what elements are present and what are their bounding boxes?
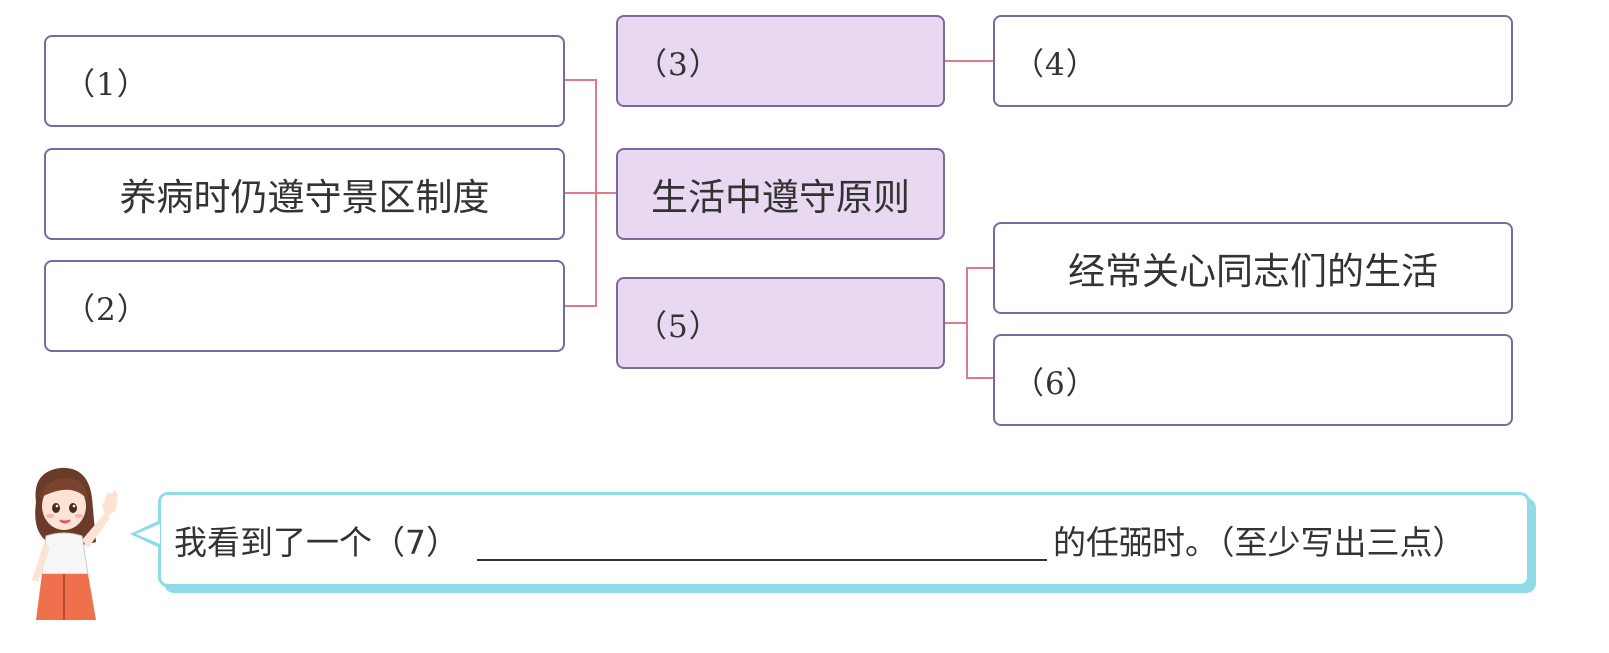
box-principles-label: 生活中遵守原则: [651, 176, 910, 219]
box-2: （2）: [44, 260, 565, 352]
box-1: （1）: [44, 35, 565, 127]
speech-sentence: 我看到了一个（7） 的任弼时。（至少写出三点）: [174, 510, 1466, 570]
box-care-comrades-label: 经常关心同志们的生活: [1068, 250, 1438, 293]
box-principles-center: 生活中遵守原则: [616, 148, 945, 240]
box-6: （6）: [993, 334, 1513, 426]
answer-blank[interactable]: [477, 519, 1047, 561]
box-ill-rules: 养病时仍遵守景区制度: [44, 148, 565, 240]
girl-illustration: [32, 467, 118, 620]
box-2-label: （2）: [64, 291, 149, 328]
box-6-label: （6）: [1013, 365, 1098, 402]
box-3-label: （3）: [636, 46, 721, 83]
speech-prefix: 我看到了一个（7）: [174, 523, 459, 562]
box-ill-rules-label: 养病时仍遵守景区制度: [119, 176, 490, 219]
speech-bubble: [158, 492, 1530, 587]
box-4-label: （4）: [1013, 46, 1098, 83]
box-5: （5）: [616, 277, 945, 369]
box-5-label: （5）: [636, 308, 721, 345]
box-3: （3）: [616, 15, 945, 107]
box-4: （4）: [993, 15, 1513, 107]
speech-bubble-tail-inner: [136, 524, 160, 544]
box-1-label: （1）: [64, 66, 149, 103]
right-bracket-line: [966, 267, 993, 379]
box-care-comrades: 经常关心同志们的生活: [993, 222, 1513, 314]
speech-suffix: 的任弼时。（至少写出三点）: [1053, 523, 1466, 562]
